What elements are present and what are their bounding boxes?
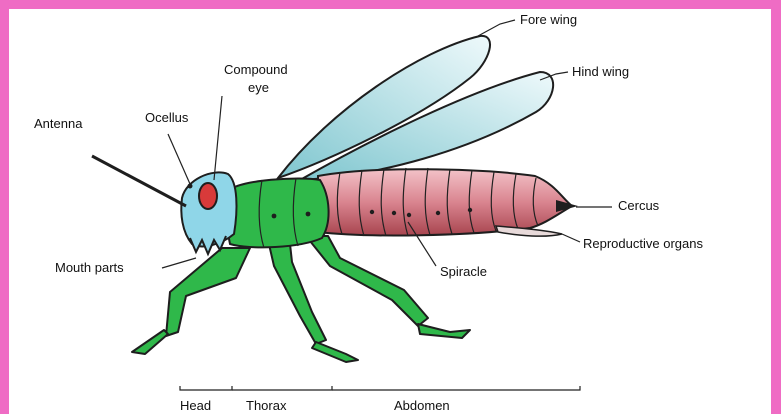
ocellus xyxy=(188,184,193,189)
label-cercus: Cercus xyxy=(618,198,660,213)
spiracle-dot xyxy=(468,208,472,212)
head xyxy=(181,172,236,254)
spiracle-dot xyxy=(392,211,396,215)
label-reproductive-organs: Reproductive organs xyxy=(583,236,703,251)
label-fore-wing: Fore wing xyxy=(520,12,577,27)
thorax xyxy=(227,178,329,248)
compound-eye xyxy=(199,183,217,209)
section-brackets xyxy=(180,386,580,390)
label-spiracle: Spiracle xyxy=(440,264,487,279)
legs xyxy=(132,236,470,362)
label-compound-eye-2: eye xyxy=(248,80,269,95)
abdomen xyxy=(318,168,572,236)
antenna xyxy=(92,156,186,206)
spiracle-dot xyxy=(370,210,374,214)
label-abdomen: Abdomen xyxy=(394,398,450,413)
label-antenna: Antenna xyxy=(34,116,83,131)
label-thorax: Thorax xyxy=(246,398,287,413)
label-compound-eye: Compound xyxy=(224,62,288,77)
spiracle-dot xyxy=(436,211,440,215)
label-ocellus: Ocellus xyxy=(145,110,189,125)
label-hind-wing: Hind wing xyxy=(572,64,629,79)
spiracle-dot xyxy=(407,213,411,217)
label-head: Head xyxy=(180,398,211,413)
label-mouth-parts: Mouth parts xyxy=(55,260,124,275)
